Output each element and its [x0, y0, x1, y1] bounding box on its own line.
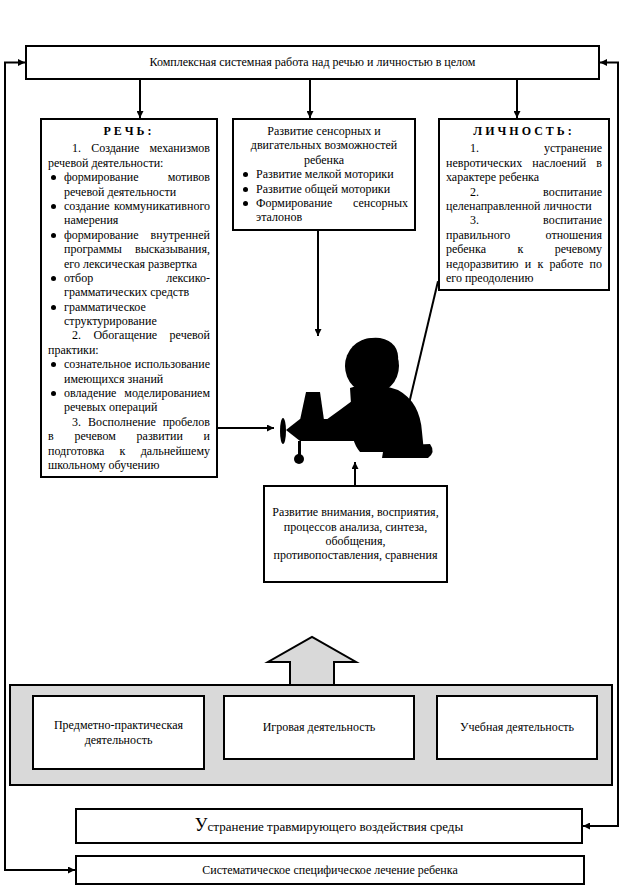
box-text: Предметно-практическая деятельность — [40, 718, 197, 747]
text-box: Игровая деятельность — [223, 695, 415, 760]
text-box: Систематическое специфическое лечение ре… — [75, 855, 585, 885]
bullet-text: формирование внутренней программы высказ… — [64, 228, 210, 271]
bullet-dot — [51, 391, 56, 396]
pointer-arrow — [398, 281, 438, 450]
connector-arrow — [139, 80, 141, 118]
box-text: Развитие внимания, восприятия, процессов… — [271, 505, 440, 563]
box-text: Учебная деятельность — [444, 720, 590, 734]
bullet-text: Формирование сенсорных эталонов — [256, 196, 408, 225]
box-heading: ЛИЧНОСТЬ: — [446, 124, 602, 138]
text-box: Учебная деятельность — [436, 695, 598, 760]
bullet-dot — [51, 305, 56, 310]
box-text: 1. Создание механизмов речевой деятельно… — [48, 141, 210, 170]
text-box: Развитие сенсорных и двигательных возмож… — [232, 118, 416, 231]
bullet-dot — [51, 362, 56, 367]
bullet-text: создание коммуникативного намерения — [64, 199, 210, 228]
bullet-dot — [51, 276, 56, 281]
text-box: Устранение травмирующего воздействия сре… — [75, 808, 583, 844]
box-text: 3. Восполнение пробелов в речевом развит… — [48, 415, 210, 473]
box-text: 2. воспитание целенаправленной личности — [446, 185, 602, 214]
bullet-dot — [51, 175, 56, 180]
bullet-dot — [243, 172, 248, 177]
bullet-text: Развитие общей моторики — [256, 182, 408, 196]
box-text: Систематическое специфическое лечение ре… — [83, 863, 577, 877]
box-text: Комплексная системная работа над речью и… — [33, 55, 592, 69]
bullet-dot — [243, 201, 248, 206]
box-text: Игровая деятельность — [231, 720, 407, 734]
bullet-text: овладение моделированием речевых операци… — [64, 386, 210, 415]
bullet-dot — [51, 204, 56, 209]
bullet-dot — [243, 187, 248, 192]
box-text: 1. устранение невротических наслоений в … — [446, 141, 602, 184]
text-box: Развитие внимания, восприятия, процессов… — [263, 485, 448, 583]
pointer-arrow — [317, 231, 319, 336]
box-text: 2. Обогащение речевой практики: — [48, 328, 210, 357]
pointer-arrow — [218, 427, 274, 429]
text-box: Комплексная системная работа над речью и… — [25, 45, 600, 80]
connector-arrow — [516, 80, 518, 118]
text-box: РЕЧЬ: 1. Создание механизмов речевой деят… — [40, 118, 218, 478]
box-text: Устранение травмирующего воздействия сре… — [83, 815, 575, 837]
activity-band — [10, 685, 612, 785]
hollow-arrow — [268, 637, 356, 685]
bullet-text: сознательное использование имеющихся зна… — [64, 357, 210, 386]
text-box: ЛИЧНОСТЬ: 1. устранение невротических нас… — [438, 118, 610, 291]
box-text: 3. воспитание правильного отношения ребе… — [446, 213, 602, 285]
connector-arrow — [309, 80, 311, 118]
box-text: Развитие сенсорных и двигательных возмож… — [240, 124, 408, 167]
bullet-dot — [51, 233, 56, 238]
bullet-text: грамматическое структурирование — [64, 300, 210, 329]
box-heading: РЕЧЬ: — [48, 124, 210, 138]
bullet-text: формирование мотивов речевой деятельност… — [64, 170, 210, 199]
bullet-text: отбор лексико-грамматических средств — [64, 271, 210, 300]
pointer-arrow — [354, 462, 356, 485]
bullet-text: Развитие мелкой моторики — [256, 167, 408, 181]
text-box: Предметно-практическая деятельность — [32, 695, 205, 770]
